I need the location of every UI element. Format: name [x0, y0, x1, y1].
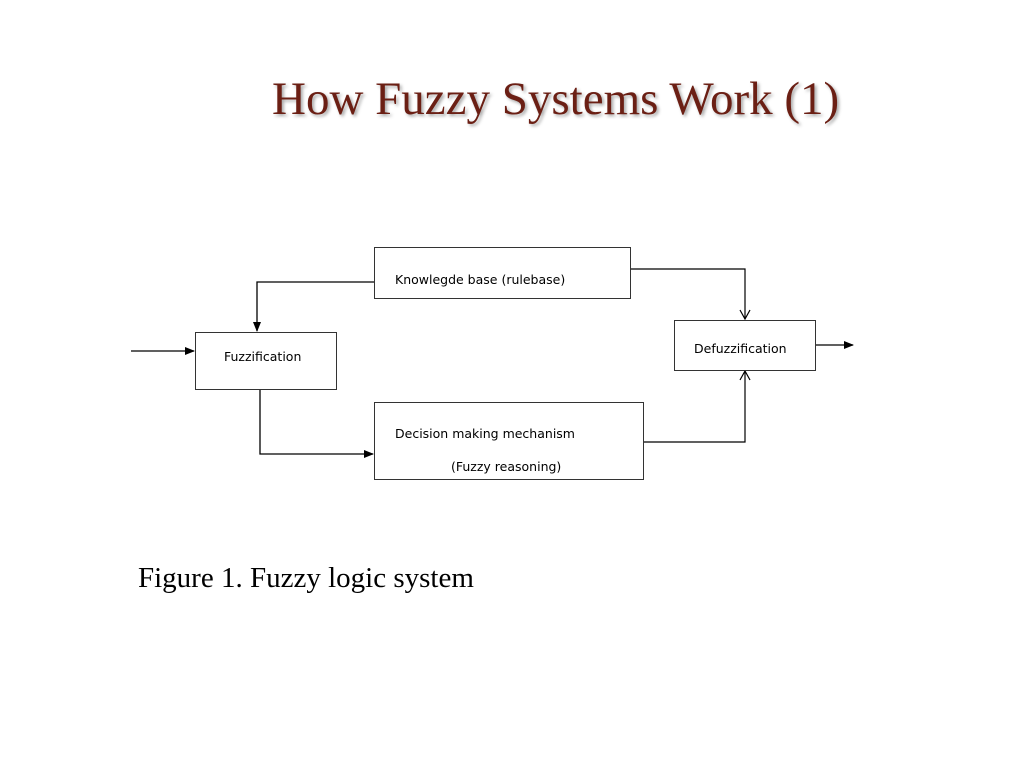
- knowledge-base-box: Knowlegde base (rulebase): [374, 247, 631, 299]
- figure-caption: Figure 1. Fuzzy logic system: [138, 562, 474, 594]
- slide-title: How Fuzzy Systems Work (1): [272, 73, 840, 125]
- kb-to-fuzzification-arrow: [253, 281, 374, 332]
- defuzzification-label: Defuzzification: [694, 341, 787, 356]
- fuzzification-box: Fuzzification: [195, 332, 337, 390]
- knowledge-base-label: Knowlegde base (rulebase): [395, 272, 566, 287]
- kb-to-defuzzification-arrow: [631, 268, 751, 321]
- decision-making-label: Decision making mechanism: [395, 426, 575, 441]
- decision-to-defuzzification-arrow: [644, 369, 751, 443]
- fuzzy-reasoning-label: (Fuzzy reasoning): [451, 459, 562, 474]
- decision-making-box: Decision making mechanism (Fuzzy reasoni…: [374, 402, 644, 480]
- defuzzification-box: Defuzzification: [674, 320, 816, 371]
- fuzzification-label: Fuzzification: [224, 349, 302, 364]
- fuzzification-to-decision-arrow: [259, 390, 374, 458]
